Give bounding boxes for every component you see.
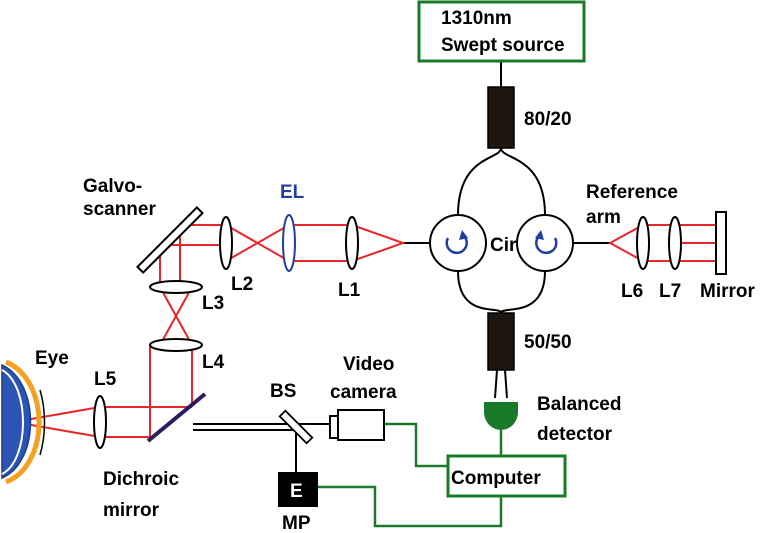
mirror-label: Mirror (700, 281, 756, 302)
lens-l5 (93, 395, 107, 449)
l4-label: L4 (202, 352, 225, 373)
galvo-label-line1: Galvo- (83, 176, 142, 197)
coupler-80-20 (487, 86, 515, 149)
swept-source-box (417, 0, 586, 63)
beam-l3-l4-cross-b (159, 286, 193, 346)
reference-arm-label-line1: Reference (586, 182, 678, 203)
balanced-detector-label-line2: detector (537, 424, 613, 445)
balanced-detector (484, 402, 518, 430)
l2-label: L2 (231, 274, 253, 295)
circulator-right (516, 214, 574, 272)
l5-label: L5 (94, 369, 117, 390)
optical-beams (13, 224, 716, 438)
source-label-line2: Swept source (441, 35, 565, 56)
lens-el (282, 214, 296, 272)
bs-label: BS (270, 381, 296, 402)
eye-icon (1, 359, 46, 485)
right-circ-to-5050-fiber (500, 270, 546, 314)
beam-splitter (278, 409, 314, 445)
galvo-label-line2: scanner (83, 199, 156, 220)
eye-cornea (4, 359, 42, 485)
lens-l1 (345, 216, 359, 270)
reference-arm-label-line2: arm (586, 207, 621, 228)
circulator-label: Cir (490, 235, 517, 256)
coupler-50-50 (487, 312, 515, 371)
electronic-connections (318, 422, 503, 528)
5050-to-detector-fiber-b (504, 369, 508, 399)
mp-box (278, 472, 318, 507)
lens-l6 (636, 216, 650, 270)
dichroic-label-line2: mirror (103, 500, 160, 521)
computer-box (446, 454, 567, 498)
beam-l1-to-circ (351, 224, 407, 262)
beam-ref-l6-focus (607, 224, 644, 262)
video-camera-label-line1: Video (343, 354, 394, 375)
mp-label: MP (282, 513, 311, 533)
dichroic-mirror (146, 392, 207, 443)
source-label-line1: 1310nm (441, 8, 512, 29)
reference-mirror (715, 211, 727, 275)
mp-box-label: E (290, 481, 303, 502)
lens-l3 (149, 280, 203, 294)
video-camera (329, 409, 385, 441)
l1-label: L1 (338, 280, 361, 301)
galvo-scanner-mirror (136, 206, 204, 274)
fiber-connections (193, 61, 610, 472)
lens-l7 (668, 216, 682, 270)
coupler-top-label: 80/20 (524, 109, 572, 130)
balanced-detector-label-line1: Balanced (537, 394, 621, 415)
left-circ-to-5050-fiber (457, 270, 502, 314)
5050-to-detector-fiber-a (494, 369, 498, 399)
dichroic-label-line1: Dichroic (103, 469, 179, 490)
beam-l2-el-cross-b (225, 224, 290, 262)
computer-label: Computer (451, 468, 541, 489)
l7-label: L7 (659, 281, 681, 302)
circulator-left (429, 214, 487, 272)
eye-label: Eye (35, 348, 69, 369)
coupler-to-left-circ-fiber (457, 147, 502, 216)
circulator-left-arrow-icon (445, 235, 468, 255)
circulator-right-arrow-icon (535, 235, 558, 255)
el-label: EL (280, 182, 305, 203)
video-camera-label-line2: camera (330, 382, 397, 403)
l3-label: L3 (202, 293, 224, 314)
coupler-to-right-circ-fiber (500, 147, 546, 216)
lens-l2 (219, 216, 233, 270)
l6-label: L6 (621, 281, 643, 302)
mp-to-computer-line (318, 485, 503, 528)
camera-to-computer-line (384, 422, 448, 468)
coupler-bottom-label: 50/50 (524, 332, 572, 353)
lens-l4 (149, 338, 203, 352)
